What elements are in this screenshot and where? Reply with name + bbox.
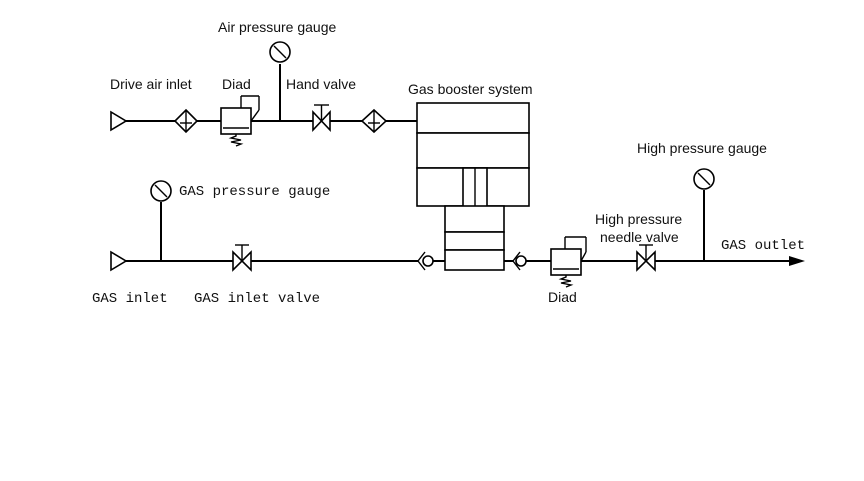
gas-inlet-triangle-icon: [110, 250, 128, 272]
label-hand-valve: Hand valve: [286, 76, 356, 92]
high-pressure-needle-valve-icon: [636, 244, 656, 272]
hand-valve-icon: [312, 104, 331, 133]
gas-outlet-arrow-icon: [789, 256, 805, 266]
check-valve-outlet-icon: [512, 251, 527, 271]
diad-regulator-top-icon: [220, 95, 260, 147]
air-filter-icon: [173, 108, 199, 134]
gas-inlet-valve-icon: [232, 244, 252, 272]
label-high-pressure-gauge: High pressure gauge: [637, 140, 767, 156]
label-air-pressure-gauge: Air pressure gauge: [218, 19, 337, 35]
label-diad-bottom: Diad: [548, 289, 577, 305]
check-valve-inlet-icon: [417, 251, 434, 271]
drive-air-line: [125, 64, 417, 122]
label-gas-pressure-gauge: GAS pressure gauge: [179, 184, 330, 200]
gas-pressure-gauge-icon: [150, 180, 172, 202]
label-high-pressure-needle-valve-2: needle valve: [600, 229, 679, 245]
label-gas-outlet: GAS outlet: [721, 238, 805, 254]
gas-line: [125, 190, 792, 262]
label-high-pressure-needle-valve-1: High pressure: [595, 211, 682, 227]
air-filter-2-icon: [360, 108, 388, 134]
label-gas-booster-system: Gas booster system: [408, 81, 533, 97]
gas-booster-icon: [416, 102, 530, 271]
high-pressure-gauge-icon: [693, 168, 715, 190]
label-gas-inlet-valve: GAS inlet valve: [194, 291, 320, 307]
label-drive-air-inlet: Drive air inlet: [110, 76, 192, 92]
diad-regulator-bottom-icon: [550, 236, 587, 288]
label-diad-top: Diad: [222, 76, 251, 92]
label-gas-inlet: GAS inlet: [92, 291, 168, 307]
drive-air-inlet-triangle-icon: [110, 110, 128, 132]
air-pressure-gauge-icon: [269, 41, 291, 63]
